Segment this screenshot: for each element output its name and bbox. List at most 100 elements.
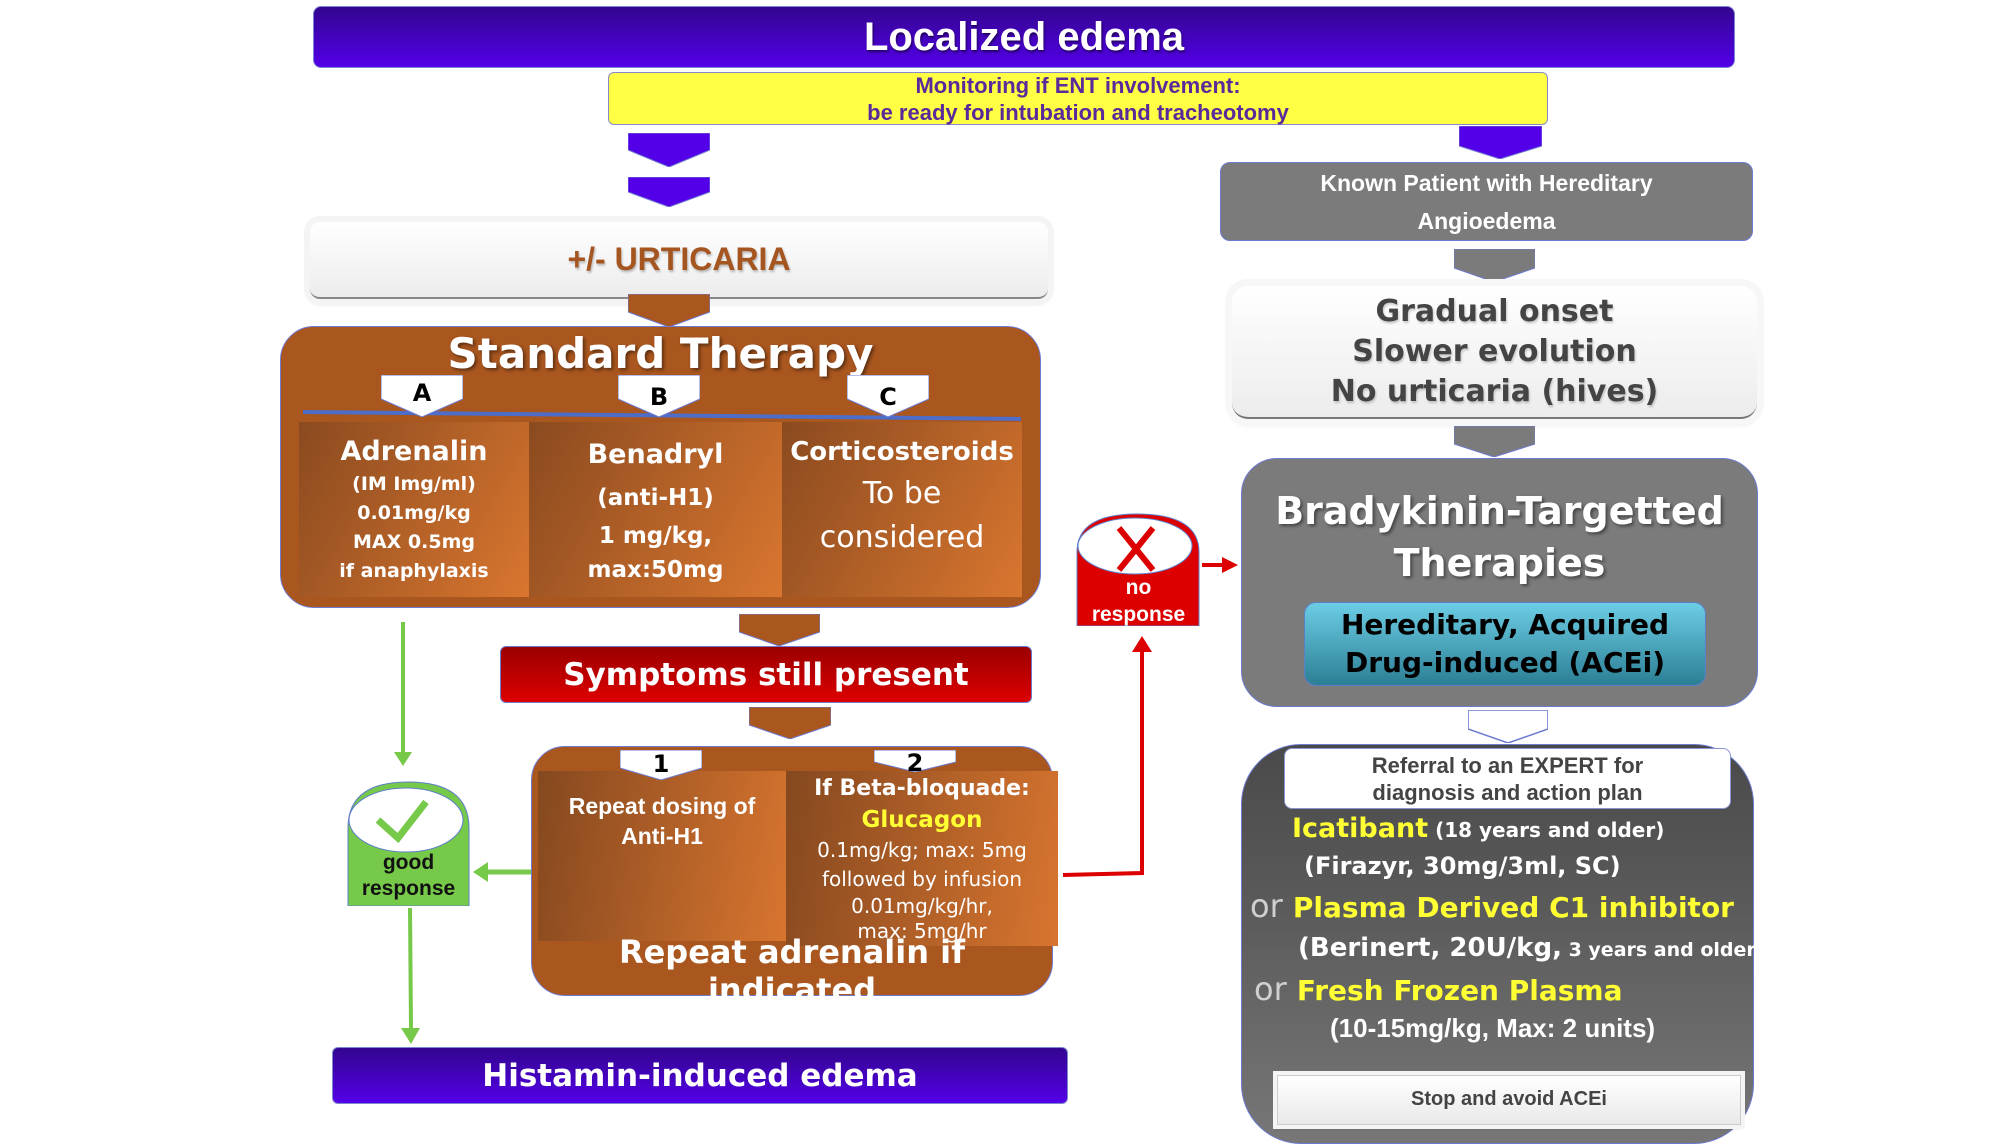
histamin-label: Histamin-induced edema bbox=[482, 1057, 918, 1094]
check-icon bbox=[375, 799, 429, 844]
title-text: Localized edema bbox=[863, 14, 1185, 59]
tab-b: B bbox=[618, 375, 700, 417]
therapy-a-line: MAX 0.5mg bbox=[353, 530, 475, 553]
good-response-line: response bbox=[361, 877, 456, 900]
drug-name: Plasma Derived C1 inhibitor bbox=[1292, 891, 1734, 924]
or-label: or bbox=[1254, 970, 1297, 1008]
types-line: Drug-induced (ACEi) bbox=[1344, 646, 1666, 679]
therapy-column-b: Benadryl (anti-H1) 1 mg/kg, max:50mg bbox=[529, 422, 782, 597]
standard-therapy-box: Standard Therapy Adrenalin (IM Img/ml) 0… bbox=[280, 326, 1041, 608]
therapy-column-a: Adrenalin (IM Img/ml) 0.01mg/kg MAX 0.5m… bbox=[299, 422, 529, 597]
symptoms-label: Symptoms still present bbox=[563, 656, 969, 693]
referral-line: Referral to an EXPERT for bbox=[1371, 752, 1644, 778]
step-2-line: 0.01mg/kg/hr, bbox=[851, 894, 993, 918]
repeat-adrenalin-label: Repeat adrenalin if indicated bbox=[618, 933, 966, 1009]
treatment-detail: (10-15mg/kg, Max: 2 units) bbox=[1330, 1013, 1656, 1043]
tab-1: 1 bbox=[620, 750, 702, 780]
angioedema-types-box: Hereditary, Acquired Drug-induced (ACEi) bbox=[1304, 602, 1706, 686]
step-2-drug: Glucagon bbox=[861, 807, 983, 833]
step-1-line: Anti-H1 bbox=[621, 823, 703, 849]
chevron-down-icon bbox=[1468, 710, 1548, 743]
therapy-c-line: To be bbox=[862, 476, 942, 511]
chevron-down-icon bbox=[749, 707, 831, 739]
therapy-b-name: Benadryl bbox=[587, 438, 724, 470]
stop-acei-label: Stop and avoid ACEi bbox=[1411, 1088, 1607, 1110]
tab-letter-a: A bbox=[412, 379, 432, 407]
known-patient-line: Known Patient with Hereditary bbox=[1320, 169, 1653, 196]
tab-letter-b: B bbox=[649, 383, 669, 411]
referral-box: Referral to an EXPERT for diagnosis and … bbox=[1284, 748, 1731, 809]
monitoring-note: Monitoring if ENT involvement: be ready … bbox=[608, 72, 1548, 125]
repeat-treatment-box: Repeat dosing of Anti-H1 If Beta-bloquad… bbox=[531, 746, 1058, 1009]
treatment-detail: (Firazyr, 30mg/3ml, SC) bbox=[1304, 852, 1621, 880]
feature-line: Slower evolution bbox=[1352, 333, 1637, 369]
feature-line: Gradual onset bbox=[1375, 293, 1614, 329]
good-response-badge: good response bbox=[346, 780, 471, 906]
known-patient-box: Known Patient with Hereditary Angioedema bbox=[1220, 162, 1753, 241]
bradykinin-title-line: Bradykinin-Targetted bbox=[1275, 488, 1724, 533]
no-response-badge: no response bbox=[1075, 512, 1202, 626]
step-2-line: max: 5mg/hr bbox=[857, 919, 987, 943]
chevron-down-icon bbox=[1459, 126, 1542, 159]
therapy-b-line: max:50mg bbox=[587, 556, 724, 583]
step-2-heading: If Beta-bloquade: bbox=[814, 776, 1030, 801]
step-2-line: 0.1mg/kg; max: 5mg bbox=[817, 838, 1027, 862]
repeat-step-2: If Beta-bloquade: Glucagon 0.1mg/kg; max… bbox=[786, 771, 1058, 946]
monitoring-line-2: be ready for intubation and tracheotomy bbox=[867, 99, 1289, 125]
histamin-induced-edema-banner: Histamin-induced edema bbox=[332, 1047, 1068, 1104]
hae-features-box: Gradual onset Slower evolution No urtica… bbox=[1232, 286, 1757, 419]
therapy-column-c: Corticosteroids To be considered bbox=[782, 422, 1022, 597]
tab-2: 2 bbox=[874, 750, 956, 776]
drug-name: Icatibant bbox=[1292, 813, 1429, 844]
green-arrow-left bbox=[473, 862, 531, 882]
green-arrow-down bbox=[401, 907, 420, 1044]
chevron-down-icon bbox=[1454, 426, 1535, 457]
therapy-b-line: (anti-H1) bbox=[597, 484, 714, 511]
therapy-a-name: Adrenalin bbox=[340, 435, 488, 467]
green-arrow-down bbox=[394, 622, 412, 766]
treatment-icatibant: Icatibant (18 years and older) bbox=[1292, 813, 1664, 844]
symptoms-still-present-box: Symptoms still present bbox=[500, 646, 1032, 703]
chevron-down-icon bbox=[1454, 249, 1535, 282]
tab-c: C bbox=[847, 375, 929, 417]
referral-line: diagnosis and action plan bbox=[1372, 779, 1643, 805]
bradykinin-title-line: Therapies bbox=[1393, 540, 1606, 585]
therapy-c-line: considered bbox=[819, 520, 985, 555]
therapy-a-line: if anaphylaxis bbox=[339, 559, 489, 582]
no-response-line: response bbox=[1091, 603, 1186, 626]
x-icon bbox=[1116, 526, 1156, 572]
title-banner: Localized edema bbox=[313, 6, 1735, 68]
tab-number-1: 1 bbox=[652, 750, 670, 778]
therapy-a-line: 0.01mg/kg bbox=[357, 501, 471, 524]
chevron-down-icon bbox=[628, 294, 710, 327]
types-line: Hereditary, Acquired bbox=[1340, 608, 1670, 641]
no-response-line: no bbox=[1125, 576, 1152, 599]
repeat-step-1: Repeat dosing of Anti-H1 bbox=[538, 771, 786, 941]
good-response-line: good bbox=[382, 851, 435, 874]
standard-therapy-title: Standard Therapy bbox=[447, 328, 874, 378]
urticaria-box: +/- URTICARIA bbox=[310, 222, 1048, 299]
therapy-c-name: Corticosteroids bbox=[790, 437, 1014, 467]
chevron-down-icon bbox=[739, 614, 820, 646]
tab-a: A bbox=[381, 375, 463, 417]
tab-number-2: 2 bbox=[906, 749, 924, 777]
therapy-b-line: 1 mg/kg, bbox=[598, 522, 713, 549]
chevron-down-icon bbox=[628, 133, 710, 167]
red-arrow-up bbox=[1062, 636, 1152, 877]
or-label: or bbox=[1250, 887, 1293, 925]
tab-letter-c: C bbox=[879, 383, 897, 411]
monitoring-line-1: Monitoring if ENT involvement: bbox=[915, 72, 1241, 98]
drug-note: (18 years and older) bbox=[1428, 818, 1665, 842]
treatment-c1-inhibitor: or Plasma Derived C1 inhibitor bbox=[1250, 887, 1734, 925]
detail-small: 3 years and older) bbox=[1561, 939, 1765, 961]
feature-line: No urticaria (hives) bbox=[1330, 373, 1659, 409]
urticaria-label: +/- URTICARIA bbox=[567, 241, 791, 277]
bradykinin-title: Bradykinin-Targetted Therapies bbox=[1242, 479, 1757, 594]
detail-main: (Berinert, 20U/kg, bbox=[1298, 933, 1562, 963]
step-2-line: followed by infusion bbox=[821, 867, 1023, 891]
chevron-down-icon bbox=[628, 177, 710, 207]
treatment-ffp: or Fresh Frozen Plasma bbox=[1254, 970, 1623, 1008]
therapy-a-line: (IM Img/ml) bbox=[352, 472, 476, 495]
red-arrow-right bbox=[1202, 557, 1238, 573]
stop-acei-box: Stop and avoid ACEi bbox=[1277, 1075, 1741, 1125]
